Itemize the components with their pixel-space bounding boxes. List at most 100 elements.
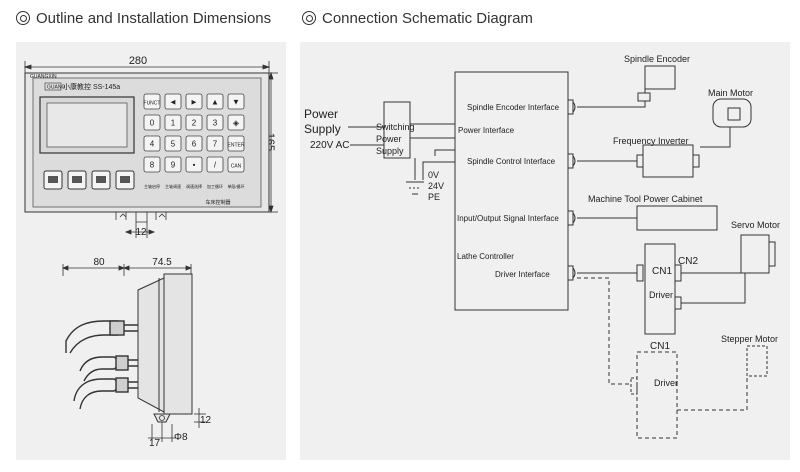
- v24-label: 24V: [428, 181, 444, 191]
- servo-driver-label: Driver: [649, 290, 673, 300]
- outline-heading: Outline and Installation Dimensions: [16, 7, 271, 29]
- keypad-key: [206, 114, 224, 131]
- connector-io: [567, 210, 576, 226]
- encoder-plug: [637, 92, 651, 102]
- keypad-key-label: 6: [192, 140, 197, 149]
- encoder-wire: [577, 101, 646, 108]
- keypad-key: [185, 93, 203, 110]
- frequency-inverter-box: [642, 144, 694, 178]
- device-logo-text: GUANG: [47, 85, 65, 91]
- keypad-key: [185, 156, 203, 173]
- keypad-key-label: ENTER: [228, 143, 245, 149]
- function-key-label: 主轴启停: [144, 183, 160, 189]
- v24-line: [422, 161, 455, 180]
- stepper-motor-wire: [677, 376, 748, 411]
- keypad-key: [227, 114, 245, 131]
- servo-cn1-label: CN1: [652, 266, 672, 277]
- keypad-key-label: FUNCT: [144, 101, 161, 107]
- keypad-key-label: ►: [190, 98, 198, 107]
- spindle-encoder-label: Spindle Encoder: [624, 54, 690, 64]
- bottom-dimensions: [148, 408, 206, 442]
- keypad-key-label: ◄: [169, 98, 177, 107]
- keypad-key-label: ◈: [233, 119, 240, 128]
- function-keys: 主轴启停主轴调速调速选择加工循环单段/循环: [43, 170, 245, 190]
- keypad-key: [185, 135, 203, 152]
- keypad-key-label: 9: [171, 161, 176, 170]
- ov-label: 0V: [428, 170, 439, 180]
- keypad-key-label: 5: [171, 140, 176, 149]
- keypad-key-label: ▼: [232, 98, 240, 107]
- motor-inverter-wire: [700, 127, 731, 148]
- keypad-key-label: ▲: [211, 98, 219, 107]
- keypad-key-label: 0: [150, 119, 155, 128]
- pe-label: PE: [428, 192, 440, 202]
- stepper-driver-box: [636, 351, 678, 439]
- spindle-encoder-interface-label: Spindle Encoder Interface: [467, 103, 560, 112]
- keypad-key-label: CAN: [231, 164, 242, 170]
- keypad-key: [206, 93, 224, 110]
- dim-bracket-label: 12: [135, 227, 147, 238]
- keypad-key: [227, 93, 245, 110]
- connector-spindle-control: [567, 153, 576, 169]
- device-footer: 车床控制器: [205, 199, 230, 206]
- schematic-heading-text: Connection Schematic Diagram: [322, 9, 533, 27]
- keypad-key: [164, 93, 182, 110]
- dim-foot-width-label: 17: [149, 438, 161, 449]
- connector-spindle-encoder: [567, 99, 576, 115]
- function-key-label: 加工循环: [207, 183, 223, 189]
- height-dimension: [268, 71, 278, 214]
- schematic-heading: Connection Schematic Diagram: [302, 7, 533, 29]
- switching-label-1: Switching: [376, 122, 415, 132]
- outline-panel: 280 165 GUANGXIN GUANG 小康教控 SS-145a FUNC…: [16, 42, 286, 460]
- keypad-key: [206, 135, 224, 152]
- driver-interface-label: Driver Interface: [495, 270, 550, 279]
- circle-icon: [302, 11, 316, 25]
- switching-label-3: Supply: [376, 146, 404, 156]
- keypad-key: [164, 135, 182, 152]
- device-brand: GUANGXIN: [30, 74, 57, 80]
- keypad-key: [185, 114, 203, 131]
- servo-motor-wire-bottom: [681, 273, 746, 304]
- dim-hole-label: Φ8: [174, 432, 188, 443]
- function-key-icon: [48, 176, 58, 183]
- device-logo-box: [44, 82, 62, 91]
- width-dimension: [23, 61, 271, 78]
- ground-symbol: [406, 181, 424, 195]
- depth-dimensions: [61, 264, 193, 276]
- circle-icon: [16, 11, 30, 25]
- stepper-motor-box: [746, 345, 768, 377]
- schematic-drawing: Power Supply 220V AC Switching Power Sup…: [304, 54, 780, 439]
- servo-cn2-label: CN2: [678, 256, 698, 267]
- spindle-encoder-box: [644, 65, 676, 90]
- keypad-key: [206, 156, 224, 173]
- keypad-key-label: 2: [192, 119, 197, 128]
- servo-driver-box: [644, 243, 676, 335]
- keypad-key: [227, 135, 245, 152]
- keypad-key: [143, 156, 161, 173]
- keypad-key-label: 7: [213, 140, 218, 149]
- power-supply-label-1: Power: [304, 107, 338, 121]
- connector-driver: [567, 265, 576, 281]
- keypad-key: [227, 156, 245, 173]
- stepper-motor-label: Stepper Motor: [721, 334, 778, 344]
- servo-motor-box: [740, 234, 770, 274]
- switching-label-2: Power: [376, 134, 402, 144]
- stepper-driver-label: Driver: [654, 378, 678, 388]
- io-interface-label: Input/Output Signal Interface: [457, 214, 559, 223]
- function-key-icon: [120, 176, 130, 183]
- keypad-key: [164, 114, 182, 131]
- keypad-key-label: 3: [213, 119, 218, 128]
- function-key-icon: [96, 176, 106, 183]
- ac-label: 220V AC: [310, 140, 349, 151]
- power-cabinet-box: [636, 205, 718, 231]
- side-cables: [65, 320, 138, 410]
- function-key-label: 调速选择: [186, 183, 202, 189]
- spindle-control-interface-label: Spindle Control Interface: [467, 157, 556, 166]
- function-key-icon: [72, 176, 82, 183]
- keypad-key: [143, 93, 161, 110]
- main-motor-label: Main Motor: [708, 88, 753, 98]
- outline-drawing: 280 165 GUANGXIN GUANG 小康教控 SS-145a FUNC…: [23, 55, 278, 449]
- keypad-key: [143, 135, 161, 152]
- frequency-inverter-label: Frequency Inverter: [613, 136, 689, 146]
